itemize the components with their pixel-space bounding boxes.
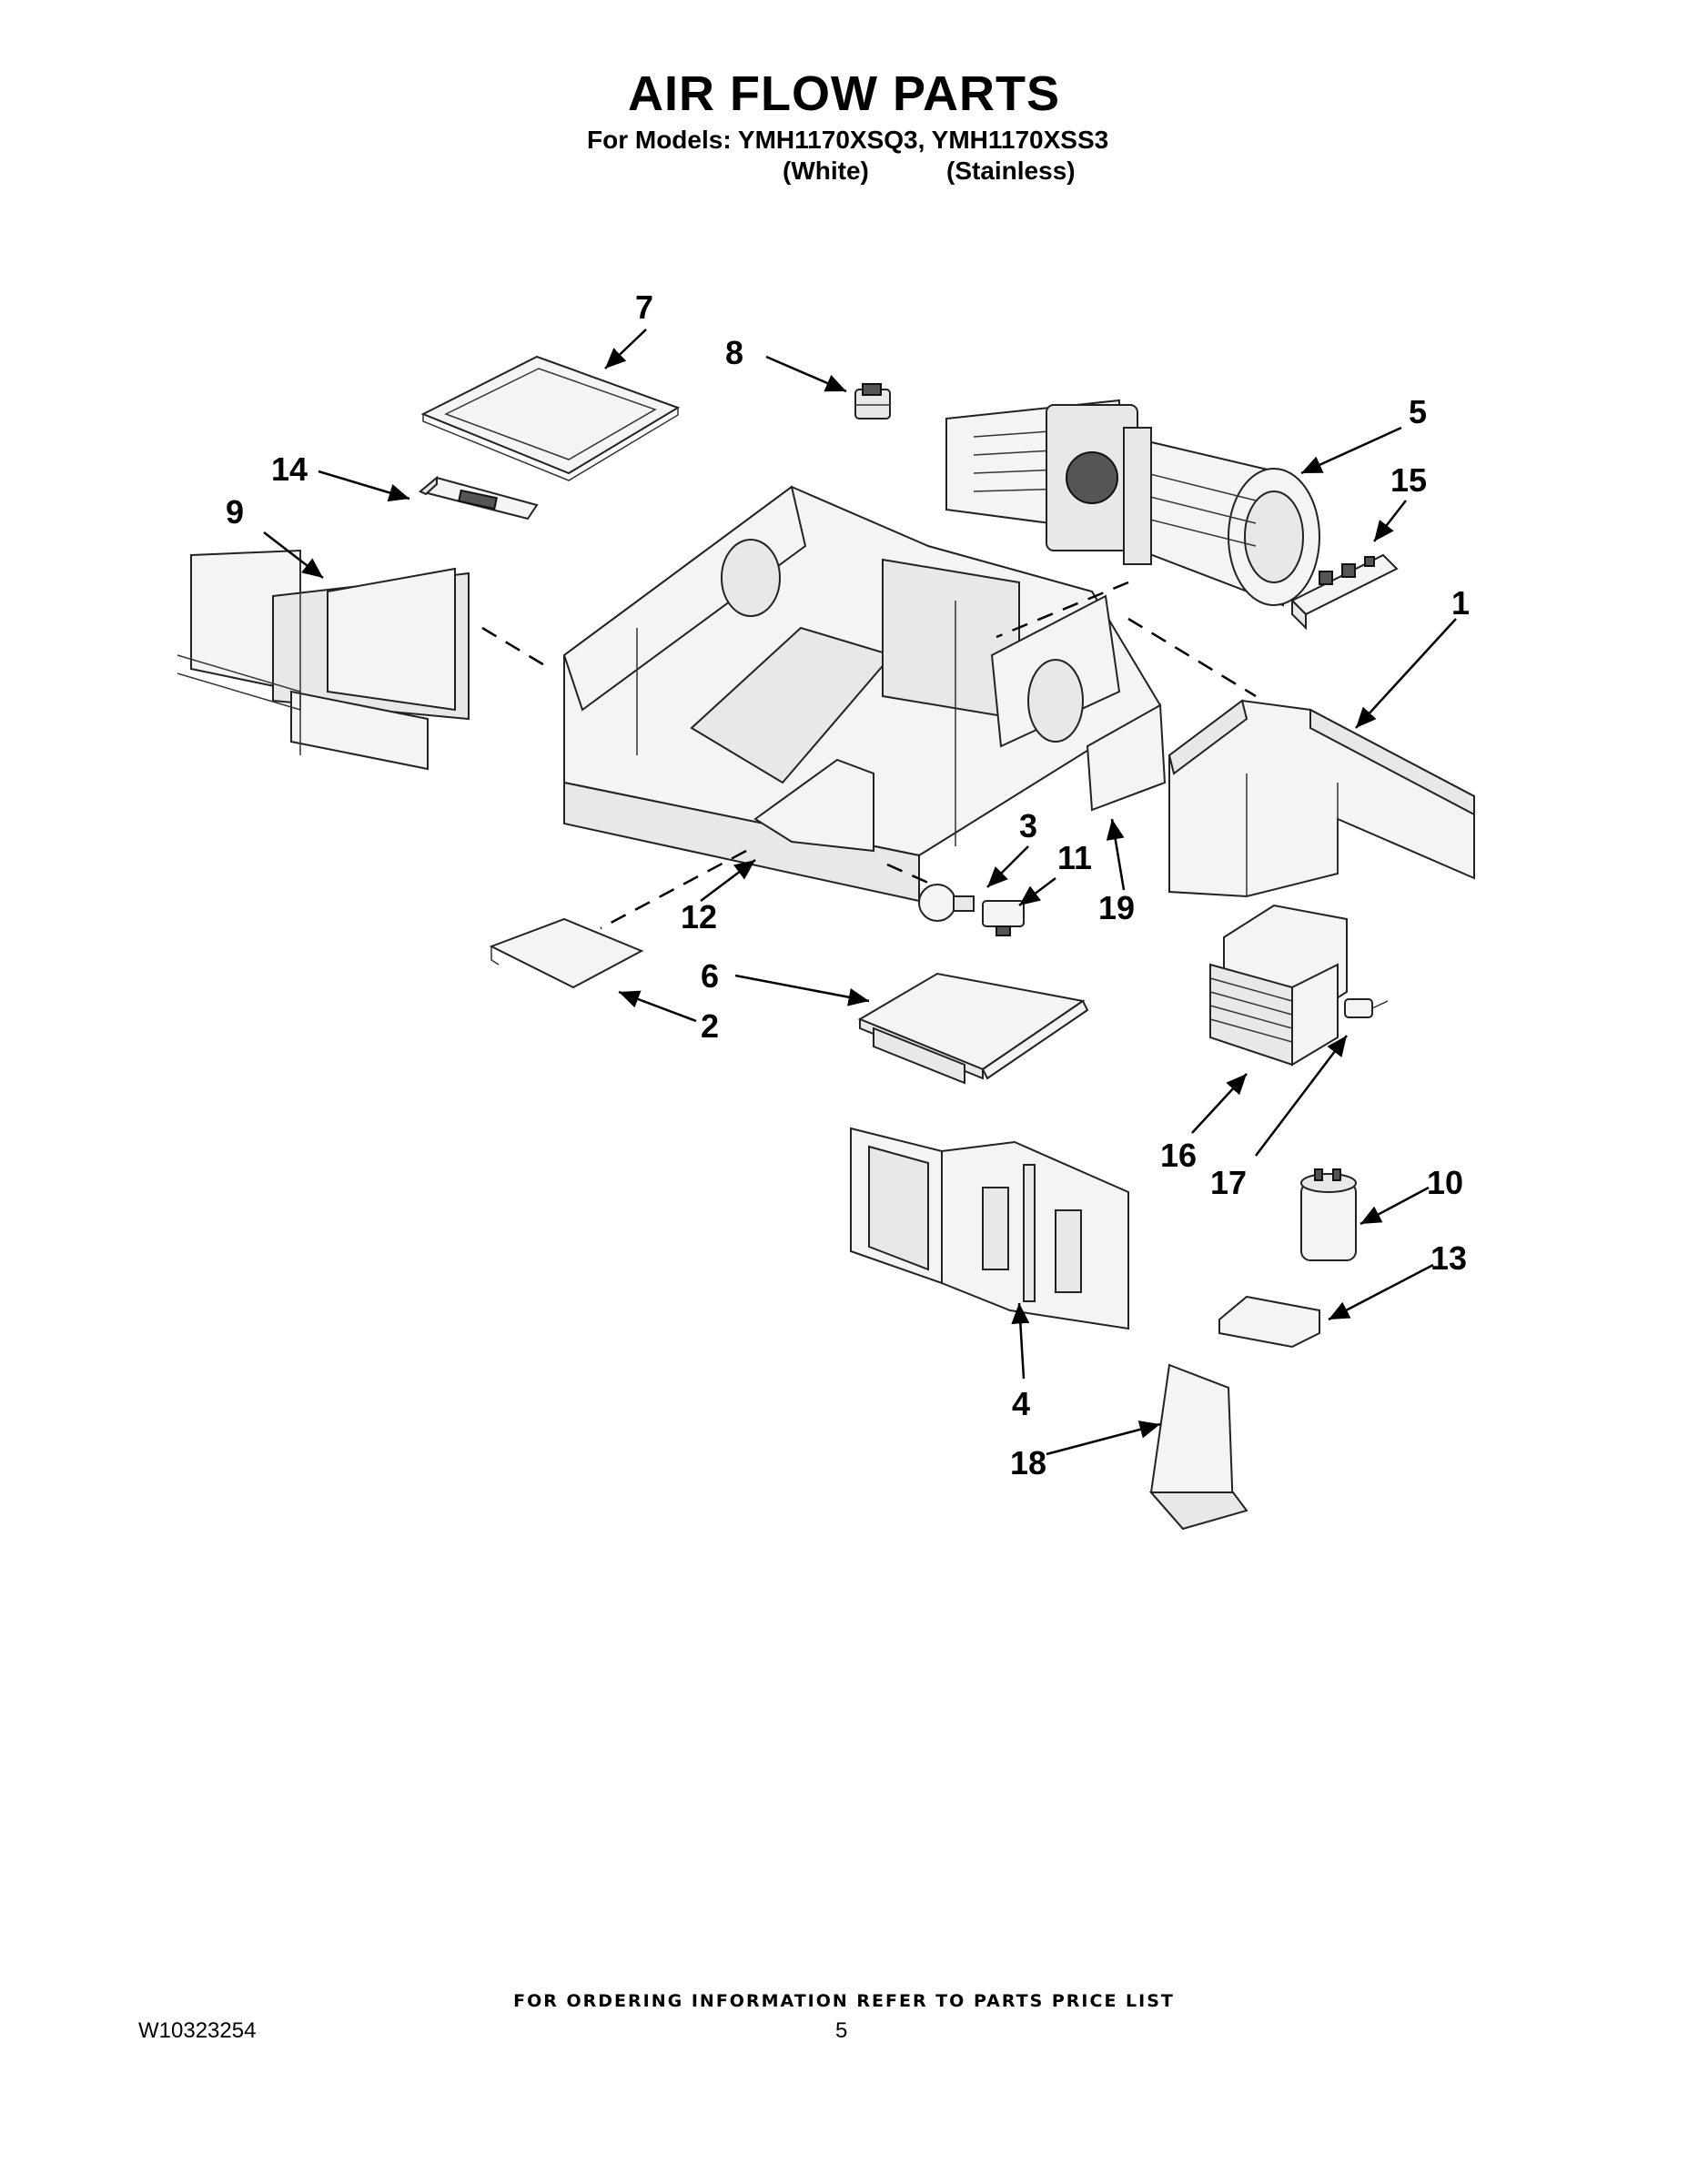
part-1-air-duct [1167, 699, 1475, 898]
part-5-blower-motor [945, 399, 1320, 607]
callout-6: 6 [701, 957, 719, 995]
callout-9: 9 [226, 493, 244, 531]
assembly-lines [481, 581, 1257, 930]
part-2-cover [489, 917, 644, 989]
ordering-note: FOR ORDERING INFORMATION REFER TO PARTS … [513, 1991, 1175, 2011]
callout-13: 13 [1430, 1239, 1467, 1277]
callout-4: 4 [1012, 1385, 1030, 1422]
leader-lines [263, 329, 1457, 1456]
part-11-socket [982, 900, 1025, 936]
part-16-transformer [1209, 904, 1348, 1067]
part-6-base-plate [857, 972, 1089, 1085]
variant-stainless: (Stainless) [946, 157, 1076, 185]
part-3-lamp [918, 884, 975, 922]
callout-8: 8 [725, 334, 743, 371]
callout-11: 11 [1057, 839, 1092, 876]
part-15-board [1290, 553, 1399, 631]
part-7-filter-frame [420, 355, 681, 481]
part-10-capacitor [1300, 1168, 1357, 1261]
main-chassis [562, 485, 1162, 903]
callout-5: 5 [1409, 393, 1427, 430]
callout-1: 1 [1451, 584, 1470, 622]
callout-14: 14 [271, 450, 308, 488]
callout-2: 2 [701, 1007, 719, 1045]
variant-white: (White) [783, 157, 869, 185]
callout-3: 3 [1019, 807, 1037, 844]
part-18-duct-piece [1148, 1363, 1248, 1531]
part-19-panel [1086, 703, 1167, 812]
part-8-switch [854, 383, 891, 420]
callout-7: 7 [635, 288, 653, 326]
part-17-fuse [1344, 998, 1389, 1018]
callout-15: 15 [1390, 461, 1427, 499]
callout-numbers: 7 8 5 15 14 9 1 3 11 19 12 6 2 16 17 10 … [226, 288, 1470, 1481]
callout-17: 17 [1210, 1164, 1247, 1201]
page-title: AIR FLOW PARTS [628, 66, 1060, 121]
callout-10: 10 [1427, 1164, 1463, 1201]
callout-16: 16 [1160, 1137, 1197, 1174]
part-14-plate [418, 475, 539, 521]
callout-19: 19 [1098, 889, 1135, 926]
part-4-shield [850, 1127, 1129, 1330]
part-9-duct [177, 549, 470, 771]
models-line: For Models: YMH1170XSQ3, YMH1170XSS3 [587, 126, 1109, 154]
document-number: W10323254 [138, 2018, 257, 2043]
callout-18: 18 [1010, 1444, 1046, 1481]
callout-12: 12 [681, 898, 717, 935]
page-number: 5 [835, 2018, 848, 2043]
part-13-bracket [1218, 1295, 1320, 1349]
